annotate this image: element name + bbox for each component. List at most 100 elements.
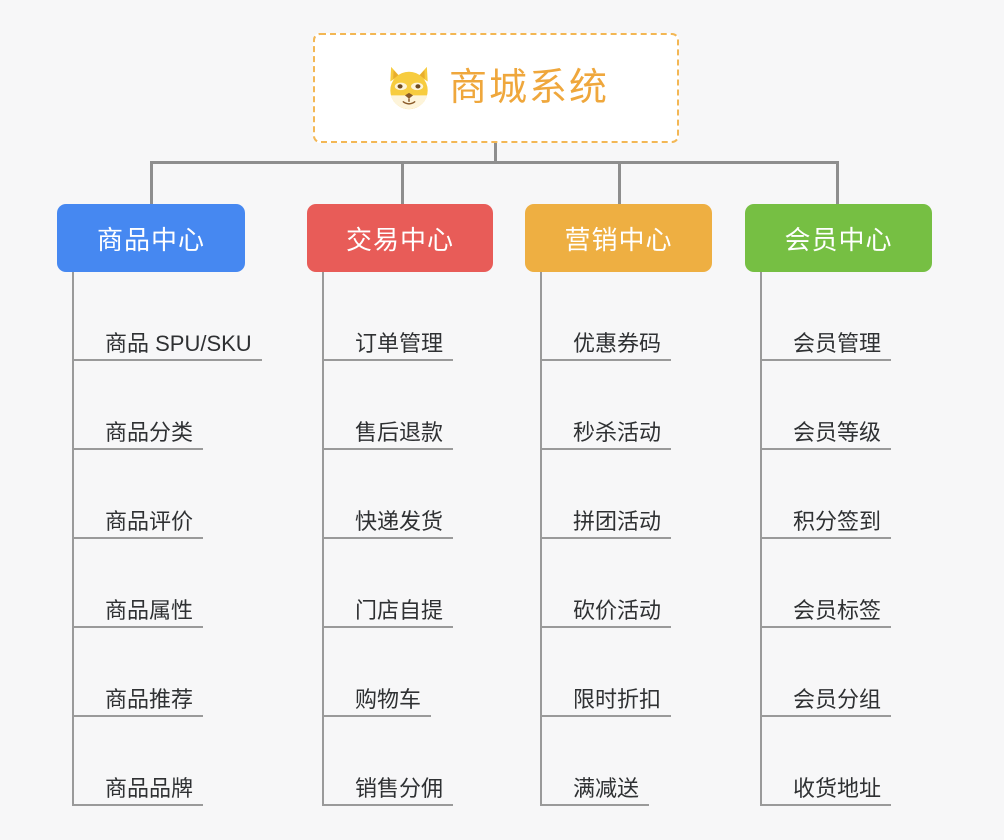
leaf-label: 商品 SPU/SKU [105,330,252,356]
leaf-underline [322,715,432,717]
leaf-underline [540,448,672,450]
list-item[interactable]: 订单管理 [322,272,507,361]
connector-drop-4 [836,161,839,204]
leaf-label: 售后退款 [355,419,444,445]
leaf-label: 限时折扣 [573,686,662,712]
leaf-label: 收货地址 [793,775,882,801]
leaf-underline [540,626,672,628]
root-title: 商城系统 [448,67,609,109]
category-column-3: 营销中心 优惠券码 秒杀活动 拼团活动 砍价活动 限时折扣 [525,204,725,806]
leaf-label: 商品推荐 [105,686,194,712]
leaf-label: 订单管理 [355,330,444,356]
branch-3: 优惠券码 秒杀活动 拼团活动 砍价活动 限时折扣 满减送 [540,272,725,806]
branch-trunk [322,272,324,806]
leaf-label: 砍价活动 [573,597,662,623]
leaf-underline [540,804,650,806]
category-column-1: 商品中心 商品 SPU/SKU 商品分类 商品评价 商品属性 商品推荐 [57,204,287,806]
leaf-underline [760,359,892,361]
category-column-4: 会员中心 会员管理 会员等级 积分签到 会员标签 会员分组 [745,204,945,806]
list-item[interactable]: 满减送 [540,717,725,806]
leaf-underline [72,804,204,806]
list-item[interactable]: 销售分佣 [322,717,507,806]
leaf-underline [72,537,204,539]
leaf-label: 拼团活动 [573,508,662,534]
list-item[interactable]: 积分签到 [760,450,945,539]
leaf-underline [760,448,892,450]
connector-drop-1 [150,161,153,204]
leaf-underline [322,359,454,361]
root-node[interactable]: 商城系统 [313,33,679,143]
branch-4: 会员管理 会员等级 积分签到 会员标签 会员分组 收货地址 [760,272,945,806]
connector-horizontal-bus [150,161,839,164]
list-item[interactable]: 商品属性 [72,539,287,628]
leaf-underline [760,626,892,628]
leaf-underline [760,715,892,717]
category-header-4[interactable]: 会员中心 [745,204,932,272]
list-item[interactable]: 砍价活动 [540,539,725,628]
category-header-2[interactable]: 交易中心 [307,204,493,272]
category-label: 商品中心 [96,224,205,255]
leaf-underline [322,537,454,539]
leaf-underline [72,448,204,450]
leaf-underline [760,804,892,806]
leaf-underline [72,359,262,361]
leaf-label: 优惠券码 [573,330,662,356]
leaf-label: 会员分组 [793,686,882,712]
list-item[interactable]: 商品推荐 [72,628,287,717]
list-item[interactable]: 会员等级 [760,361,945,450]
connector-root-stem [494,143,497,164]
leaf-label: 满减送 [573,775,640,801]
list-item[interactable]: 会员标签 [760,539,945,628]
leaf-underline [322,448,454,450]
leaf-label: 会员管理 [793,330,882,356]
leaf-label: 销售分佣 [355,775,444,801]
leaf-underline [322,804,454,806]
leaf-label: 会员标签 [793,597,882,623]
list-item[interactable]: 会员分组 [760,628,945,717]
list-item[interactable]: 商品分类 [72,361,287,450]
leaf-label: 门店自提 [355,597,444,623]
shiba-dog-face-icon [390,66,428,112]
list-item[interactable]: 商品评价 [72,450,287,539]
category-label: 交易中心 [345,224,454,255]
list-item[interactable]: 优惠券码 [540,272,725,361]
branch-trunk [760,272,762,806]
connector-drop-3 [618,161,621,204]
branch-trunk [540,272,542,806]
list-item[interactable]: 商品 SPU/SKU [72,272,287,361]
leaf-label: 快递发货 [355,508,444,534]
leaf-underline [540,715,672,717]
leaf-label: 积分签到 [793,508,882,534]
list-item[interactable]: 购物车 [322,628,507,717]
category-header-3[interactable]: 营销中心 [525,204,712,272]
category-header-1[interactable]: 商品中心 [57,204,245,272]
leaf-label: 商品分类 [105,419,194,445]
list-item[interactable]: 门店自提 [322,539,507,628]
list-item[interactable]: 拼团活动 [540,450,725,539]
list-item[interactable]: 会员管理 [760,272,945,361]
connector-drop-2 [401,161,404,204]
category-label: 营销中心 [564,224,673,255]
leaf-underline [540,359,672,361]
list-item[interactable]: 售后退款 [322,361,507,450]
leaf-label: 商品评价 [105,508,194,534]
leaf-underline [72,715,204,717]
leaf-label: 购物车 [355,686,422,712]
branch-trunk [72,272,74,806]
category-label: 会员中心 [784,224,893,255]
list-item[interactable]: 收货地址 [760,717,945,806]
leaf-label: 秒杀活动 [573,419,662,445]
leaf-underline [72,626,204,628]
list-item[interactable]: 秒杀活动 [540,361,725,450]
leaf-label: 会员等级 [793,419,882,445]
list-item[interactable]: 快递发货 [322,450,507,539]
list-item[interactable]: 商品品牌 [72,717,287,806]
leaf-underline [760,537,892,539]
branch-1: 商品 SPU/SKU 商品分类 商品评价 商品属性 商品推荐 商品品牌 [72,272,287,806]
branch-2: 订单管理 售后退款 快递发货 门店自提 购物车 销售分佣 [322,272,507,806]
category-column-2: 交易中心 订单管理 售后退款 快递发货 门店自提 购物车 [307,204,507,806]
list-item[interactable]: 限时折扣 [540,628,725,717]
leaf-label: 商品属性 [105,597,194,623]
leaf-underline [322,626,454,628]
